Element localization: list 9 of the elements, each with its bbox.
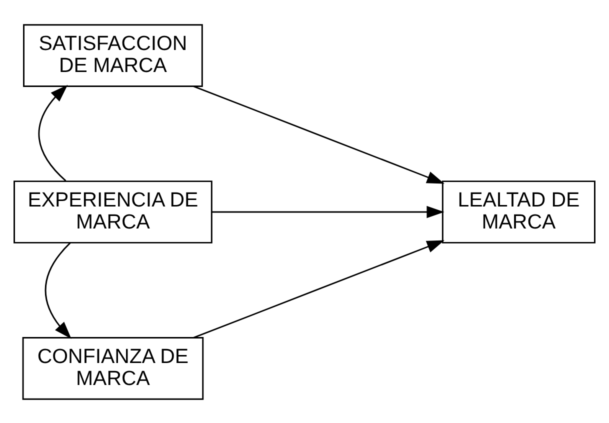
arrow	[44, 242, 72, 338]
arrow	[212, 205, 444, 218]
node-box: SATISFACCION DE MARCA	[23, 24, 203, 86]
node-box: EXPERIENCIA DE MARCA	[14, 180, 212, 243]
node-box: LEALTAD DE MARCA	[442, 180, 596, 243]
arrow	[38, 84, 68, 181]
arrow	[193, 240, 444, 338]
node-box: CONFIANZA DE MARCA	[22, 336, 204, 400]
arrow	[193, 85, 444, 184]
